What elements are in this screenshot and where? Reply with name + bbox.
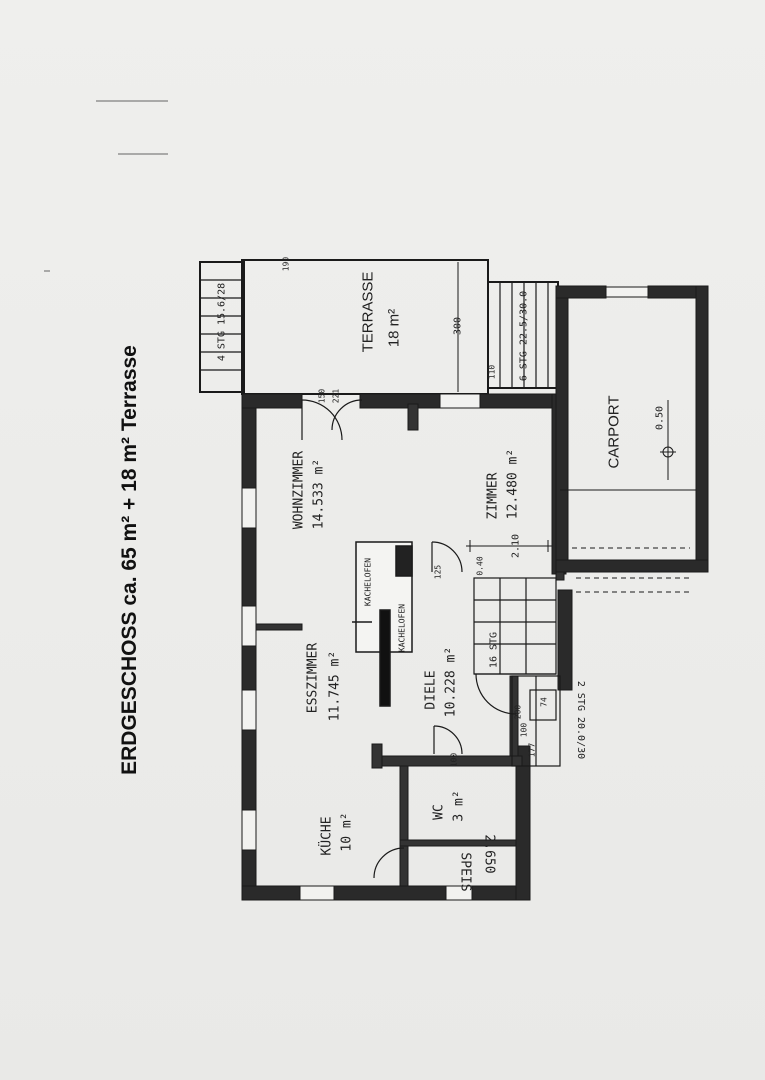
speis-area: 2.650 [481,834,497,874]
carport-name: CARPORT [605,395,623,469]
kachelofen-label-1: KACHELOFEN [363,557,373,607]
diele-name: DIELE [423,670,439,710]
terrace-stair-left [199,261,245,393]
wohnzimmer-area: 14.533 m² [311,458,327,530]
terrace-stair-right-treads [499,282,549,388]
dim-125: 125 [433,564,443,580]
terrasse-name: TERRASSE [359,271,377,353]
stair-inner: 16 STG [488,631,500,669]
wc-area: 3 m² [451,790,467,822]
zimmer-dimension-line [466,540,552,552]
dim-0-40: 0.40 [475,556,485,576]
windows [241,393,481,901]
speis-name: SPEIS [457,852,473,892]
dim-190: 190 [281,256,291,272]
entrance-steps [511,675,561,767]
interior-stair [473,577,557,675]
door-swings [301,399,517,879]
kueche-area: 10 m² [339,812,355,852]
dim-221: 221 [331,388,341,404]
zimmer-name: ZIMMER [485,472,501,520]
dim-100: 100 [519,722,529,738]
dim-74: 74 [539,697,549,707]
scan-mark-top [96,100,168,102]
esszimmer-name: ESSZIMMER [305,642,321,714]
stair-entry: 2 STG 20.0/30 [574,680,586,760]
scan-mark-second [118,153,168,155]
dim-177: 177 [527,742,537,758]
terrasse-area: 18 m² [385,308,403,348]
dim-100b: 100 [449,752,459,768]
dim-0-50: 0.50 [654,405,666,431]
zimmer-area: 12.480 m² [505,448,521,520]
kachelofen-label-2: KACHELOFEN [397,603,407,653]
carport [555,285,709,573]
diele-area: 10.228 m² [443,646,459,718]
terrace-stair-left-treads [200,279,244,371]
stair-terrace-left: 4 STG 15.6/28 [216,282,228,362]
kachelofen [352,541,413,707]
stair-terrace-right: 6 STG 22.5/30.0 [518,290,530,382]
kueche-name: KÜCHE [319,816,335,856]
dim-110: 110 [487,364,497,380]
wohnzimmer-name: WOHNZIMMER [291,450,307,530]
dim-150: 150 [317,388,327,404]
dim-200: 200 [513,704,523,720]
scan-mark-third [44,270,50,272]
dim-2-10: 2.10 [510,533,522,559]
esszimmer-area: 11.745 m² [327,650,343,722]
carport-details [560,286,696,593]
dim-300: 300 [452,316,464,336]
wc-name: WC [431,804,447,820]
